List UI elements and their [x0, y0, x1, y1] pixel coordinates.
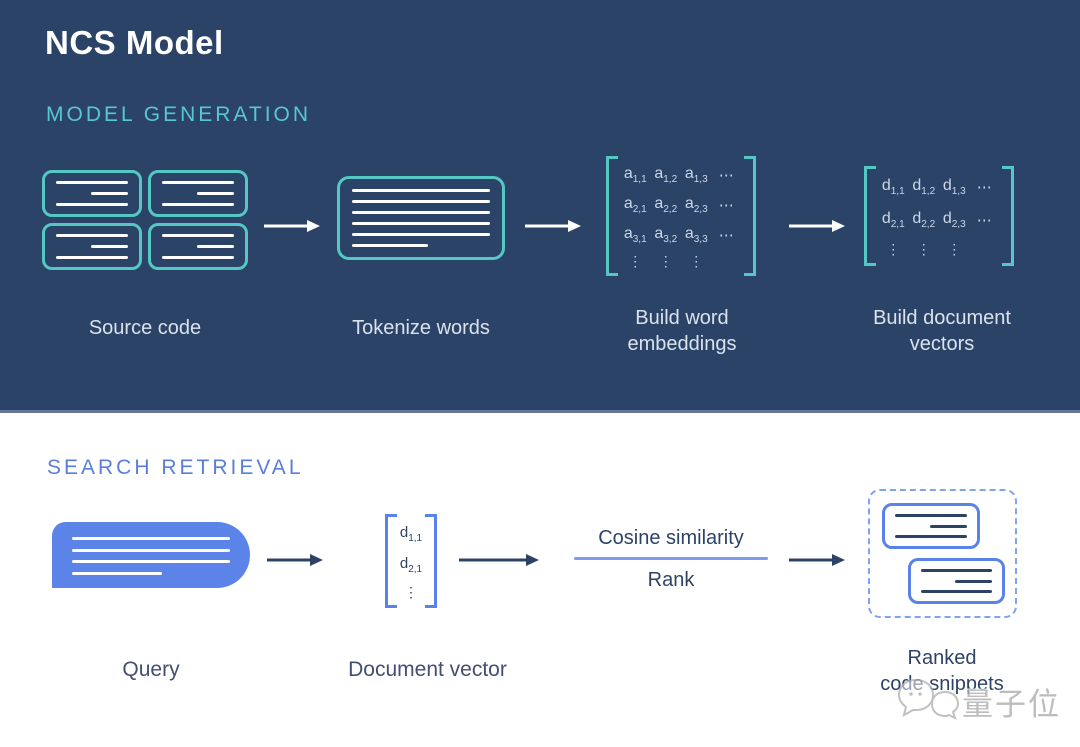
bracket-left — [606, 156, 618, 276]
chat-bubbles-logo-icon — [897, 678, 960, 720]
page-title: NCS Model — [45, 24, 224, 61]
matrix-row: a1,1 a1,2 a1,3 ⋯ — [623, 164, 735, 186]
matrix-row: a2,1 a2,2 a2,3 ⋯ — [623, 194, 735, 216]
arrow-right-icon — [789, 554, 845, 566]
matrix-row: d1,1 d1,2 d1,3 ⋯ — [881, 176, 993, 197]
bracket-right — [1002, 166, 1014, 266]
code-snippet-icon — [908, 558, 1005, 604]
source-code-label: Source code — [88, 317, 202, 339]
watermark-text: 量子位 — [962, 686, 1061, 722]
tokenized-document-icon — [337, 176, 505, 260]
bracket-left — [385, 514, 397, 608]
matrix-row: d2,1 d2,2 d2,3 ⋯ — [881, 209, 993, 231]
document-vectors-matrix: d1,1 d1,2 d1,3 ⋯ d2,1 d2,2 d2,3 ⋯ ⋮ ⋮ ⋮ — [864, 166, 1014, 266]
divider — [574, 557, 768, 560]
document-vector-column: d1,1 d2,1 ⋮ — [385, 514, 437, 608]
matrix-row: a3,1 a3,2 a3,3 ⋯ — [623, 225, 735, 246]
code-file-icon — [148, 223, 248, 270]
arrow-right-icon — [267, 554, 323, 566]
matrix-row: ⋮ ⋮ ⋮ — [628, 253, 704, 270]
watermark: 量子位 — [896, 676, 1061, 726]
tokenize-words-label: Tokenize words — [352, 317, 490, 339]
code-file-icon — [148, 170, 248, 217]
code-snippet-icon — [882, 503, 980, 549]
bracket-right — [744, 156, 756, 276]
search-retrieval-heading: SEARCH RETRIEVAL — [47, 456, 304, 479]
cosine-similarity-label: Cosine similarity — [598, 527, 744, 549]
code-file-icon — [42, 170, 142, 217]
query-bubble-icon — [52, 522, 250, 588]
arrow-right-icon — [789, 220, 845, 232]
arrow-right-icon — [264, 220, 320, 232]
bracket-right — [425, 514, 437, 608]
cosine-similarity-rank: Cosine similarity Rank — [574, 527, 768, 592]
build-word-embeddings-label: Build word embeddings — [627, 307, 737, 355]
ranked-snippets-icon — [868, 489, 1017, 618]
document-vector-label: Document vector — [348, 658, 507, 681]
arrow-right-icon — [525, 220, 581, 232]
build-document-vectors-label: Build document vectors — [873, 307, 1011, 355]
model-generation-section: NCS Model MODEL GENERATION — [0, 0, 1080, 413]
arrow-right-icon — [459, 554, 539, 566]
word-embedding-matrix: a1,1 a1,2 a1,3 ⋯ a2,1 a2,2 a2,3 ⋯ a3,1 a… — [606, 156, 756, 276]
source-code-icon — [42, 170, 248, 270]
model-generation-heading: MODEL GENERATION — [46, 103, 312, 126]
rank-label: Rank — [647, 569, 695, 591]
code-file-icon — [42, 223, 142, 270]
query-label: Query — [122, 658, 180, 681]
bracket-left — [864, 166, 876, 266]
matrix-row: ⋮ ⋮ ⋮ — [886, 241, 962, 258]
